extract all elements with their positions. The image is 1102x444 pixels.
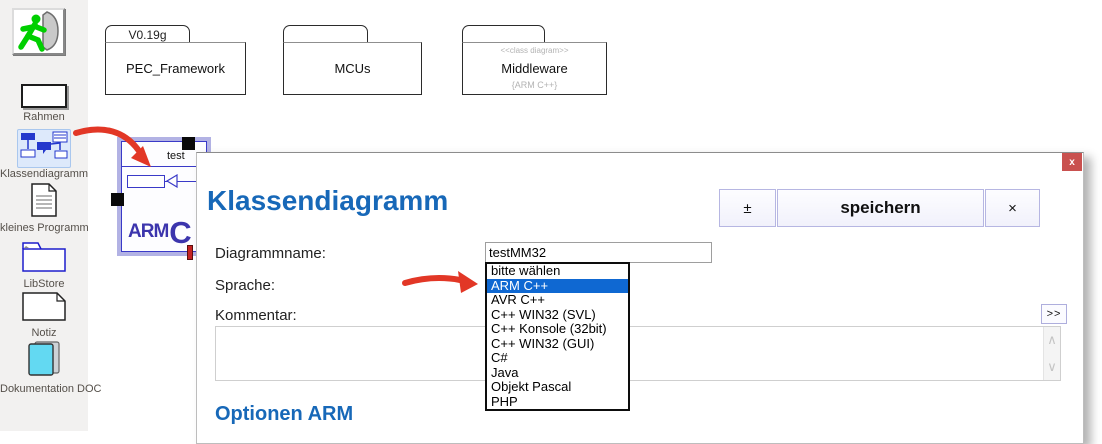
cancel-button[interactable]: × <box>985 189 1040 227</box>
dropdown-item[interactable]: C++ WIN32 (SVL) <box>491 306 596 322</box>
dialog-button-row: ± speichern × <box>719 189 1040 227</box>
save-button[interactable]: speichern <box>777 189 984 227</box>
dropdown-item[interactable]: bitte wählen <box>491 263 561 278</box>
dropdown-item[interactable]: C++ WIN32 (GUI) <box>491 335 595 351</box>
sidebar-item-dokumentation[interactable]: Dokumentation DOC <box>0 340 102 395</box>
comment-textarea[interactable]: ∧ ∨ <box>215 326 1061 381</box>
frame-title-separator <box>121 166 207 167</box>
expand-button[interactable]: >> <box>1041 304 1067 324</box>
dropdown-item[interactable]: AVR C++ <box>491 292 545 307</box>
package-name: MCUs <box>334 61 371 76</box>
sidebar-item-label: Klassendiagramm <box>0 168 89 180</box>
options-section-heading: Optionen ARM <box>215 403 354 425</box>
diagram-name-input[interactable] <box>485 242 712 263</box>
package-stereotype: <<class diagram>> <box>500 46 569 55</box>
package-tab <box>283 25 368 43</box>
klassendiagramm-dialog: x Klassendiagramm ± speichern × Diagramm… <box>196 152 1084 444</box>
toolbox-sidebar: Rahmen Klassendiagramm <box>0 0 102 431</box>
selection-handle[interactable] <box>111 193 124 206</box>
package-annotation: {ARM C++} <box>511 80 558 90</box>
language-label: Sprache: <box>215 277 276 294</box>
dropdown-item[interactable]: ARM C++ <box>487 278 628 293</box>
sidebar-item-kleines-programm[interactable]: kleines Programm <box>0 183 89 234</box>
generalization-arrow-icon <box>165 174 178 188</box>
dropdown-item[interactable]: C# <box>491 350 508 365</box>
comment-scrollbar[interactable]: ∧ ∨ <box>1043 327 1060 380</box>
dropdown-item[interactable]: PHP <box>491 393 518 409</box>
red-element <box>187 245 193 260</box>
dropdown-item[interactable]: Java <box>491 364 519 380</box>
note-icon <box>21 291 67 327</box>
scroll-up-icon[interactable]: ∧ <box>1047 332 1057 348</box>
arm-logo: ARMC <box>128 215 192 250</box>
scroll-down-icon[interactable]: ∨ <box>1047 358 1057 374</box>
class-diagram-icon <box>17 129 71 168</box>
exit-runner-icon <box>14 11 63 57</box>
sidebar-item-label: LibStore <box>23 278 65 290</box>
package-tab: V0.19g <box>105 25 190 43</box>
frame-icon <box>21 84 67 108</box>
diagram-frame-title: test <box>167 150 185 162</box>
dialog-title: Klassendiagramm <box>207 185 449 216</box>
diagram-name-label: Diagrammname: <box>215 245 326 262</box>
sidebar-item-label: Notiz <box>31 327 57 339</box>
libstore-folder-icon <box>20 240 68 278</box>
dropdown-item[interactable]: Objekt Pascal <box>491 379 572 394</box>
comment-label: Kommentar: <box>215 307 297 324</box>
language-dropdown-list: bitte wählen ARM C++ AVR C++ C++ WIN32 (… <box>485 262 630 411</box>
sidebar-item-klassendiagramm[interactable]: Klassendiagramm <box>0 129 88 180</box>
exit-button[interactable] <box>12 8 65 55</box>
sidebar-item-rahmen[interactable]: Rahmen <box>0 84 88 123</box>
generalization-line <box>165 181 207 182</box>
package-middleware[interactable]: <<class diagram>> Middleware {ARM C++} <box>462 25 607 95</box>
documentation-doc-icon <box>24 340 64 383</box>
dialog-close-button[interactable]: x <box>1062 153 1082 171</box>
package-name: PEC_Framework <box>126 61 225 76</box>
plus-minus-button[interactable]: ± <box>719 189 776 227</box>
package-name: Middleware <box>501 61 568 76</box>
dropdown-item[interactable]: C++ Konsole (32bit) <box>491 321 607 336</box>
sidebar-item-notiz[interactable]: Notiz <box>0 291 88 339</box>
sidebar-item-libstore[interactable]: LibStore <box>0 240 88 290</box>
sidebar-item-label: kleines Programm <box>0 222 89 234</box>
package-pec-framework[interactable]: V0.19g PEC_Framework <box>105 25 246 95</box>
selection-handle[interactable] <box>182 137 195 150</box>
package-tab <box>462 25 545 43</box>
class-box[interactable] <box>127 175 165 188</box>
sidebar-item-label: Dokumentation DOC <box>0 383 102 395</box>
small-program-icon <box>29 183 59 222</box>
package-mcus[interactable]: MCUs <box>283 25 422 95</box>
sidebar-item-label: Rahmen <box>23 111 65 123</box>
